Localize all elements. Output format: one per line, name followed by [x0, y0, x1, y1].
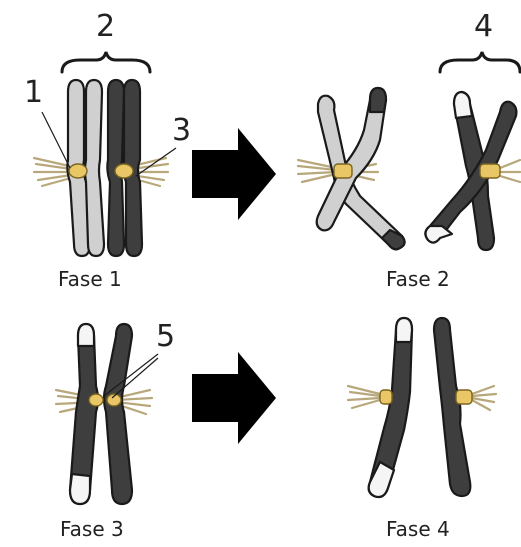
spindle-fibers-phase4-left — [348, 386, 380, 408]
centromere-phase3-a — [89, 394, 103, 406]
light-tip-phase4-bottom — [369, 462, 394, 497]
centromere-phase2-left — [334, 164, 352, 178]
label-5: 5 — [156, 319, 175, 354]
brace-2 — [62, 52, 150, 72]
label-4: 4 — [474, 9, 493, 44]
arrow-top — [192, 128, 276, 220]
phase-1-group: 2 1 3 Fase 1 — [24, 9, 191, 291]
dark-tip-phase2 — [370, 88, 386, 112]
brace-4 — [440, 52, 520, 72]
arrow-bottom — [192, 352, 276, 444]
label-2: 2 — [96, 9, 115, 44]
centromere-phase4-left — [380, 390, 392, 404]
centromere-phase4-right — [456, 390, 472, 404]
phase-4-label: Fase 4 — [386, 517, 450, 541]
centromere-dark — [115, 164, 133, 178]
centromere-light — [69, 164, 87, 178]
leader-1 — [42, 112, 70, 168]
phase-2-group: 4 Fase 2 — [298, 9, 520, 291]
light-tip-phase3-top — [78, 324, 94, 346]
spindle-fibers-phase4-right — [472, 386, 496, 410]
light-tip-phase2 — [454, 92, 472, 118]
chromatid-light-2 — [85, 80, 104, 256]
phase-4-group: Fase 4 — [348, 318, 496, 541]
light-tip-phase4-top — [396, 318, 412, 342]
chromatid-phase4-right — [434, 318, 470, 496]
phase-3-group: 5 Fase 3 — [56, 319, 175, 541]
label-1: 1 — [24, 75, 43, 110]
phase-3-label: Fase 3 — [60, 517, 124, 541]
light-tip-phase3-bottom — [70, 474, 90, 504]
chromatid-phase3-b — [104, 324, 132, 504]
phase-2-label: Fase 2 — [386, 267, 450, 291]
centromere-phase2-right — [480, 164, 500, 178]
label-3: 3 — [172, 113, 191, 148]
phase-1-label: Fase 1 — [58, 267, 122, 291]
